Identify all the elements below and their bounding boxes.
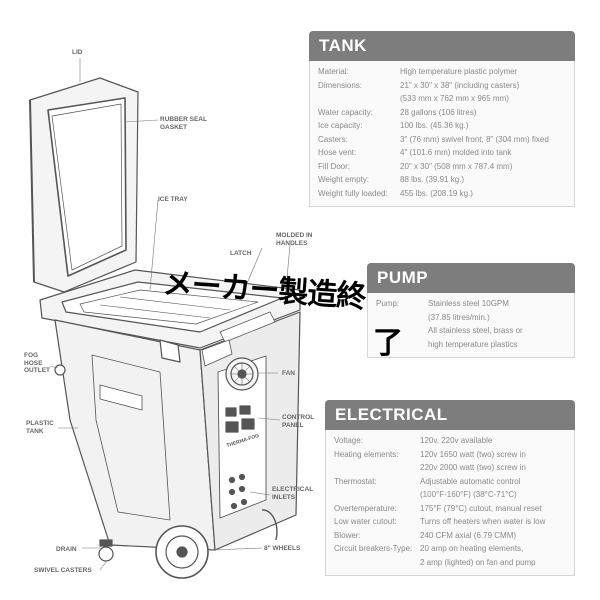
electrical-title: ELECTRICAL: [325, 400, 575, 430]
spec-label: Pump:: [376, 299, 400, 308]
spec-value: Turns off heaters when water is low: [420, 517, 546, 526]
spec-value: 120v, 220v available: [420, 436, 493, 445]
callout-electrical-inlets: ELECTRICAL INLETS: [272, 486, 314, 501]
spec-row: All stainless steel, brass or high tempe…: [376, 324, 568, 351]
spec-row: Weight empty: 88 lbs. (39.91 kg.): [318, 173, 568, 187]
spec-row: Thermostat: Adjustable automatic control …: [334, 475, 568, 502]
spec-label: Thermostat:: [334, 476, 377, 486]
callout-rubber-seal: RUBBER SEAL GASKET: [160, 116, 207, 131]
spec-value: 21" x 30" x 38" (including casters) (533…: [400, 80, 520, 104]
callout-drain: DRAIN: [56, 546, 77, 553]
spec-label: Overtemperature:: [334, 503, 397, 513]
spec-label: Water capacity:: [318, 107, 373, 117]
spec-label: Voltage:: [334, 436, 363, 445]
spec-value: 88 lbs. (39.91 kg.): [400, 175, 465, 184]
spec-value: 120v 1650 watt (two) screw in 220v 2000 …: [420, 449, 526, 473]
callout-plastic-tank: PLASTIC TANK: [26, 420, 54, 435]
callout-latch: LATCH: [230, 250, 252, 257]
pump-spec-panel: PUMP Pump: Stainless steel 10GPM (37.85 l…: [367, 263, 575, 358]
spec-value: 28 gallons (106 litres): [400, 107, 477, 117]
spec-label: [376, 324, 428, 351]
spec-value: Stainless steel 10GPM (37.85 litres/min.…: [428, 299, 509, 322]
spec-value: 455 lbs. (208.19 kg.): [400, 188, 473, 198]
spec-value: Adjustable automatic control (100°F-160°…: [420, 476, 521, 500]
spec-value: 4" (101.6 mm) molded into tank: [400, 148, 512, 157]
spec-label: Weight fully loaded:: [318, 188, 388, 198]
spec-row: Hose vent: 4" (101.6 mm) molded into tank: [318, 146, 568, 160]
spec-row: Ice capacity: 100 lbs. (45.36 kg.): [318, 119, 568, 133]
pump-title: PUMP: [367, 263, 575, 293]
spec-label: Weight empty:: [318, 175, 369, 184]
tank-title: TANK: [309, 31, 575, 61]
tank-spec-panel: TANK Material: High temperature plastic p…: [309, 31, 575, 207]
spec-value: 100 lbs. (45.36 kg.): [400, 121, 469, 130]
spec-label: Ice capacity:: [318, 121, 363, 130]
spec-label: Hose vent:: [318, 148, 357, 157]
spec-row: Voltage: 120v, 220v available: [334, 434, 568, 448]
spec-row: Overtemperature: 175°F (79°C) cutout, man…: [334, 502, 568, 516]
spec-row: Water capacity: 28 gallons (106 litres): [318, 106, 568, 120]
tank-spec-rows: Material: High temperature plastic polyme…: [309, 61, 575, 207]
spec-row: Dimensions: 21" x 30" x 38" (including ca…: [318, 79, 568, 106]
spec-value: 20" x 30" (508 mm x 787.4 mm): [400, 161, 513, 171]
spec-value: All stainless steel, brass or high tempe…: [428, 326, 523, 349]
spec-row: Blower: 240 CFM axial (6.79 CMM): [334, 529, 568, 543]
callout-lid: LID: [72, 49, 83, 56]
spec-row: Casters: 3" (76 mm) swivel front, 8" (304…: [318, 133, 568, 147]
spec-row: Low water cutout: Turns off heaters when …: [334, 515, 568, 529]
spec-label: Fill Door:: [318, 161, 351, 171]
spec-value: 240 CFM axial (6.79 CMM): [420, 530, 517, 540]
spec-row: Circuit breakers-Type: 20 amp on heating …: [334, 542, 568, 569]
spec-value: 175°F (79°C) cutout, manual reset: [420, 503, 542, 513]
spec-row: Material: High temperature plastic polyme…: [318, 65, 568, 79]
callout-ice-tray: ICE TRAY: [158, 196, 188, 203]
callout-swivel-casters: SWIVEL CASTERS: [34, 567, 92, 574]
spec-value: High temperature plastic polymer: [400, 67, 518, 76]
spec-value: 20 amp on heating elements, 2 amp (light…: [420, 544, 536, 567]
callout-molded-handles: MOLDED IN HANDLES: [276, 232, 313, 247]
lid: [29, 77, 139, 293]
wheel-rear: [261, 509, 278, 541]
spec-label: Material:: [318, 67, 349, 76]
pump-spec-rows: Pump: Stainless steel 10GPM (37.85 litres…: [367, 293, 575, 358]
spec-row: Weight fully loaded: 455 lbs. (208.19 kg.…: [318, 187, 568, 201]
spec-row: Fill Door: 20" x 30" (508 mm x 787.4 mm): [318, 160, 568, 174]
spec-label: Low water cutout:: [334, 517, 397, 526]
callout-wheels: 8" WHEELS: [264, 545, 301, 552]
callout-control-panel: CONTROL PANEL: [282, 414, 315, 429]
spec-label: Blower:: [334, 530, 361, 540]
spec-row: Heating elements: 120v 1650 watt (two) sc…: [334, 448, 568, 475]
spec-label: Casters:: [318, 134, 348, 144]
callout-fan: FAN: [282, 370, 295, 377]
swivel-caster: [98, 539, 114, 562]
spec-label: Heating elements:: [334, 449, 399, 459]
spec-label: Dimensions:: [318, 80, 363, 90]
spec-label: Circuit breakers-Type:: [334, 544, 413, 553]
spec-value: 3" (76 mm) swivel front, 8" (304 mm) fix…: [400, 134, 549, 144]
control-panel: [217, 355, 267, 519]
callout-fog-hose: FOG HOSE OUTLET: [24, 352, 50, 374]
wheel-large: [155, 525, 209, 579]
spec-row: Pump: Stainless steel 10GPM (37.85 litres…: [376, 297, 568, 324]
